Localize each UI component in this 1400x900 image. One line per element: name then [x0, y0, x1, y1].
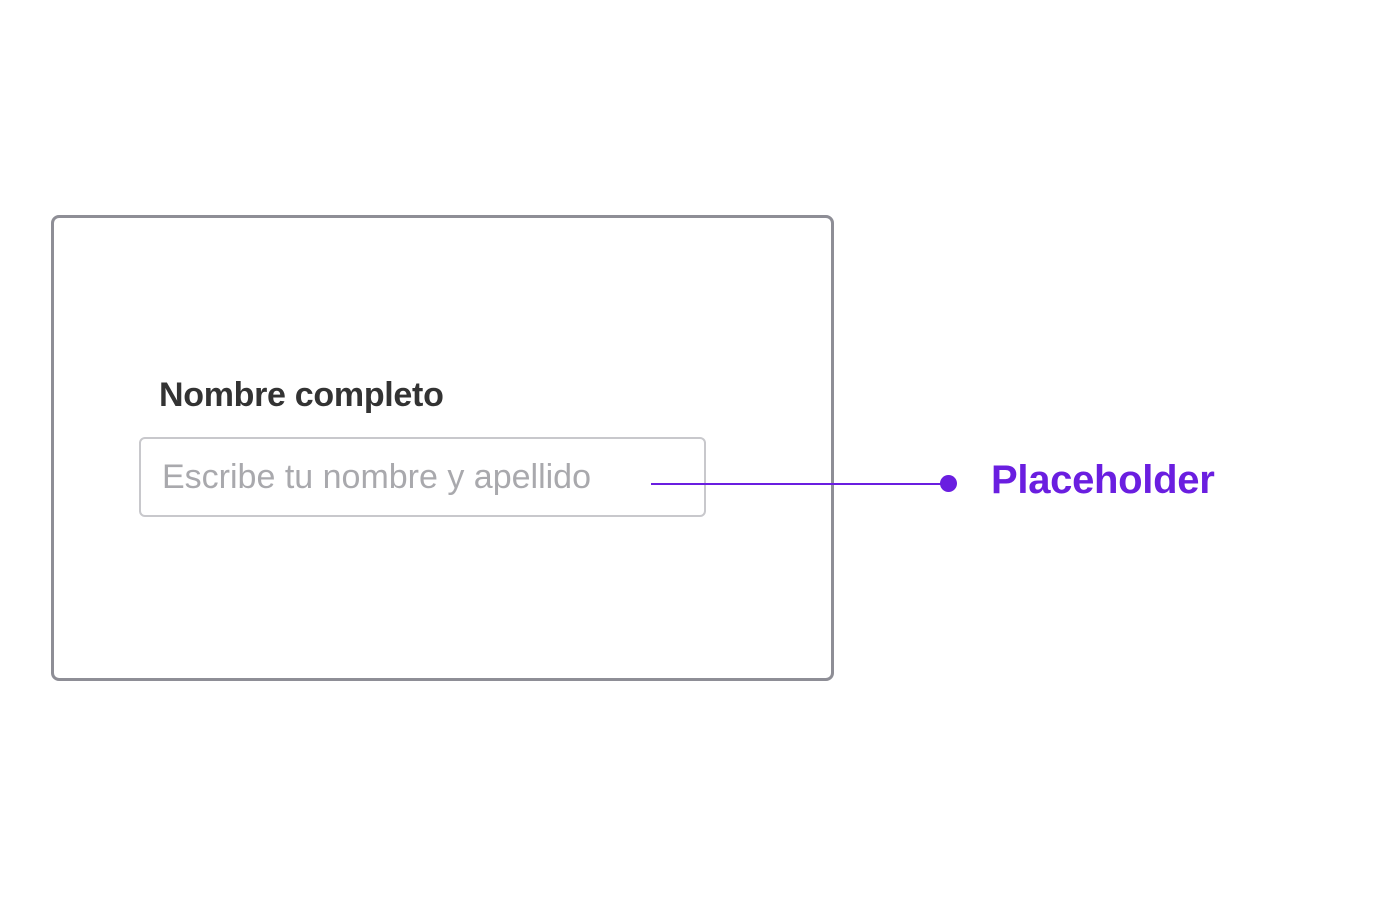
callout-line — [651, 483, 948, 485]
field-label: Nombre completo — [159, 376, 444, 414]
callout-label: Placeholder — [991, 458, 1215, 502]
full-name-input[interactable] — [139, 437, 706, 517]
callout-dot — [940, 475, 957, 492]
